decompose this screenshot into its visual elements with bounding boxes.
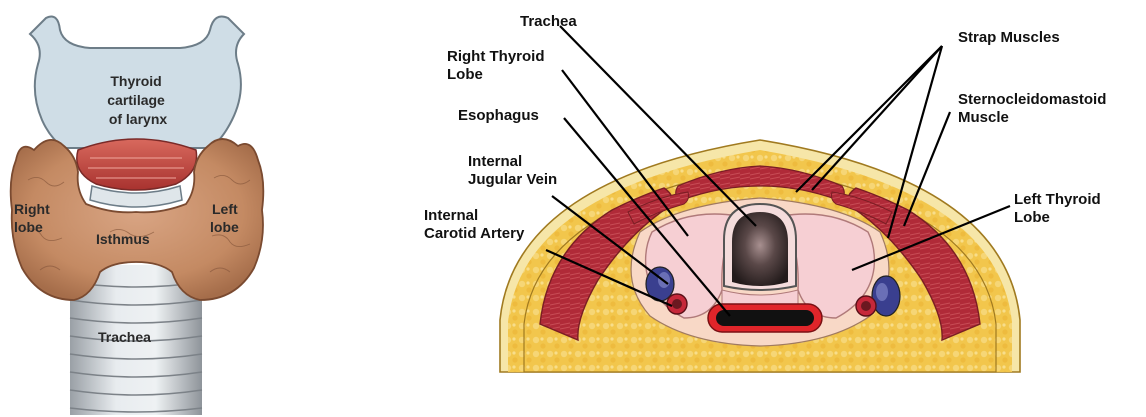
thyroid-cartilage-label-line3: of larynx <box>109 111 168 127</box>
thyroid-cartilage-label-line1: Thyroid <box>110 73 161 89</box>
left-lobe-label-line1: Left <box>212 201 238 217</box>
right-thyroid-lobe-label: Right Thyroid Lobe <box>447 48 549 83</box>
trachea-label-left: Trachea <box>98 329 151 345</box>
cricothyroid-muscle <box>77 139 197 190</box>
internal-carotid-artery-label-line2: Carotid Artery <box>424 225 525 242</box>
trachea-label: Trachea <box>520 13 577 30</box>
internal-carotid-artery-label: Internal Carotid Artery <box>424 207 525 242</box>
right-lobe-label-line1: Right <box>14 201 50 217</box>
esophagus-lumen <box>716 310 814 326</box>
cross-section-neck-illustration: Trachea Right Thyroid Lobe Esophagus Int… <box>424 13 1111 372</box>
trachea-lumen <box>732 212 788 286</box>
right-thyroid-lobe-label-line2: Lobe <box>447 66 483 83</box>
sternocleidomastoid-label-line1: Sternocleidomastoid <box>958 91 1106 108</box>
left-thyroid-lobe-label-line1: Left Thyroid <box>1014 191 1101 208</box>
internal-jugular-vein-label: Internal Jugular Vein <box>468 153 557 188</box>
sternocleidomastoid-label-line2: Muscle <box>958 109 1009 126</box>
strap-muscles-label: Strap Muscles <box>958 29 1060 46</box>
left-lobe-label-line2: lobe <box>210 219 239 235</box>
anterior-thyroid-illustration: Thyroid cartilage of larynx Right lobe L… <box>11 17 264 416</box>
left-thyroid-lobe-label-line2: Lobe <box>1014 209 1050 226</box>
isthmus-label: Isthmus <box>96 231 150 247</box>
esophagus-label: Esophagus <box>458 107 539 124</box>
left-thyroid-lobe-label: Left Thyroid Lobe <box>1014 191 1105 226</box>
thyroid-cartilage-label: Thyroid cartilage of larynx <box>107 73 168 127</box>
internal-carotid-artery-label-line1: Internal <box>424 207 478 224</box>
sternocleidomastoid-label: Sternocleidomastoid Muscle <box>958 91 1111 126</box>
right-thyroid-lobe-label-line1: Right Thyroid <box>447 48 545 65</box>
internal-jugular-vein-label-line2: Jugular Vein <box>468 171 557 188</box>
right-lobe-label-line2: lobe <box>14 219 43 235</box>
internal-jugular-vein-label-line1: Internal <box>468 153 522 170</box>
thyroid-cartilage-label-line2: cartilage <box>107 92 165 108</box>
